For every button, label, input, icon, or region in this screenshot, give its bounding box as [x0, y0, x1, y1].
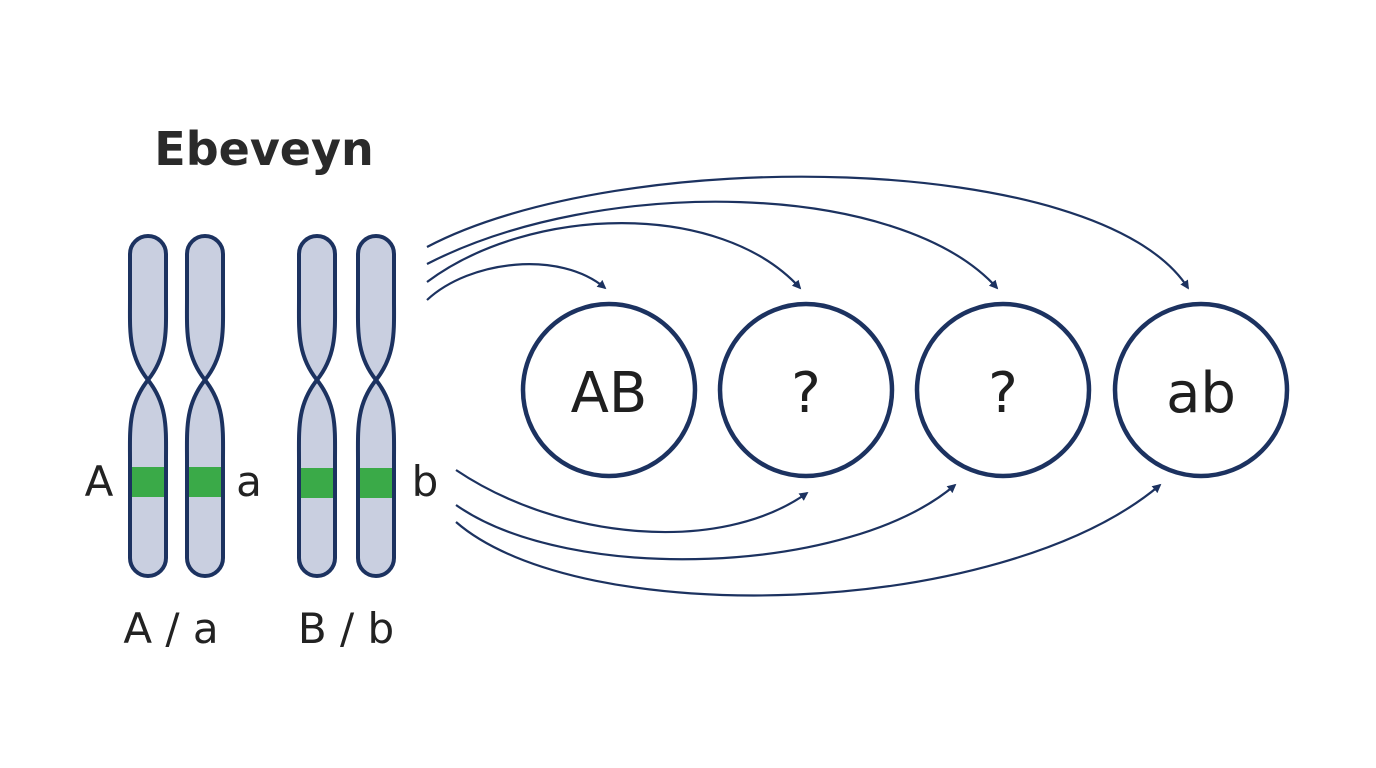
allele-label-A: A [85, 457, 114, 506]
chromosome-a [184, 234, 226, 578]
arrow-to-gamete-2-top [426, 222, 802, 290]
gamete-circle [717, 301, 895, 479]
lower-arrows [455, 469, 1162, 597]
chromosome-pair-b: b B / b [296, 234, 439, 653]
gamete-3: ? [914, 301, 1092, 479]
allele-label-b: b [412, 457, 439, 506]
gamete-2: ? [717, 301, 895, 479]
arrow-to-gamete-4-bottom [455, 483, 1162, 597]
arrow-to-gamete-3-top [426, 200, 999, 290]
chromatid-upper [127, 234, 169, 384]
pair-label-a: A / a [123, 604, 218, 653]
gamete-circle [1112, 301, 1290, 479]
parent-title: Ebeveyn [154, 122, 373, 176]
gene-band-b [360, 468, 392, 498]
chromosome-b [355, 234, 397, 578]
arrow-to-gamete-1-top [426, 263, 607, 301]
chromosome-A [127, 234, 169, 578]
allele-label-a: a [236, 457, 262, 506]
gamete-label: AB [571, 361, 648, 426]
chromosome-B [296, 234, 338, 578]
pair-label-b: B / b [298, 604, 394, 653]
arrow-to-gamete-4-top [426, 175, 1189, 290]
upper-arrows [426, 175, 1189, 301]
gametes: AB ? ? ab [520, 301, 1290, 479]
arrow-to-gamete-3-bottom [455, 483, 957, 561]
chromatid-upper [355, 234, 397, 384]
gamete-label: ? [988, 361, 1018, 426]
chromosome-pair-a: A a A / a [85, 234, 262, 653]
gamete-circle [520, 301, 698, 479]
arrow-to-gamete-2-bottom [455, 469, 809, 534]
chromatid-upper [184, 234, 226, 384]
gamete-circle [914, 301, 1092, 479]
gene-band-A [132, 467, 164, 497]
gene-band-B [301, 468, 333, 498]
chromatid-upper [296, 234, 338, 384]
gamete-label: ab [1166, 361, 1236, 426]
gene-band-a [189, 467, 221, 497]
gamete-1: AB [520, 301, 698, 479]
gamete-label: ? [791, 361, 821, 426]
gamete-4: ab [1112, 301, 1290, 479]
